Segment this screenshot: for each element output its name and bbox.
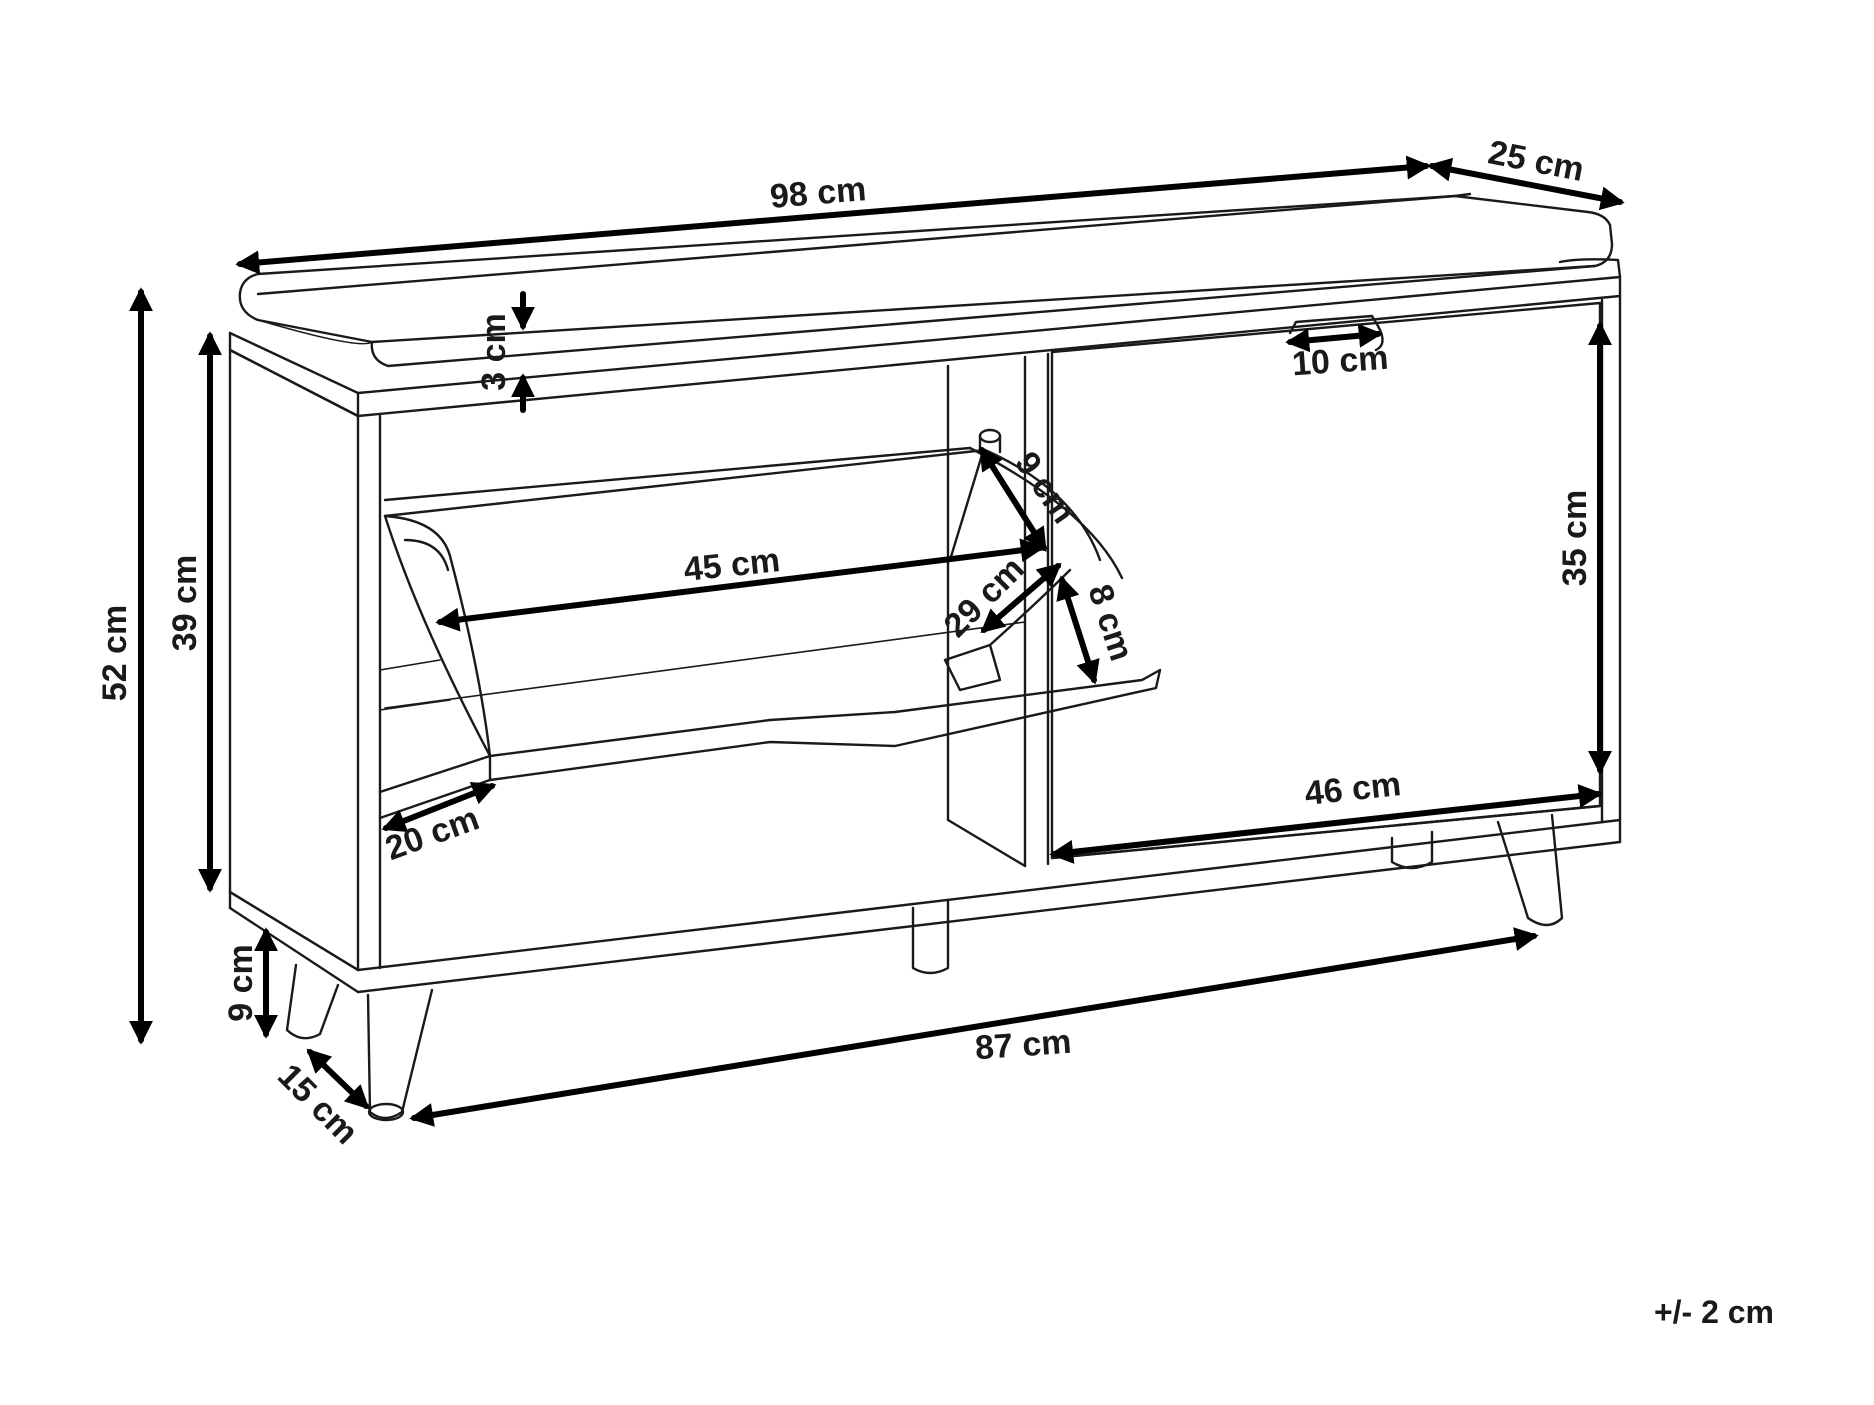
body-frame xyxy=(228,294,1622,994)
leg-inset-label: 15 cm xyxy=(270,1057,365,1152)
door-width-label: 46 cm xyxy=(1303,765,1403,813)
hinge-arrow xyxy=(979,445,1047,553)
door-width-arrow xyxy=(1049,784,1603,864)
left-side-panel xyxy=(228,348,382,972)
cushion-thickness-label: 3 cm xyxy=(475,313,513,391)
leg-span-arrow xyxy=(409,927,1539,1127)
door-height-label: 35 cm xyxy=(1556,490,1594,586)
leg-span-label: 87 cm xyxy=(974,1023,1073,1068)
hinge-length-label: 9 cm xyxy=(1007,445,1083,530)
leg-height-label: 9 cm xyxy=(222,944,260,1022)
bench-drawing xyxy=(228,192,1622,1122)
total-width-label: 98 cm xyxy=(769,170,868,216)
front-right-leg xyxy=(1496,813,1564,927)
front-left-leg xyxy=(366,988,434,1122)
depth-arrow xyxy=(1427,157,1625,211)
dimension-lines xyxy=(129,155,1625,1127)
flap-depth-arrow xyxy=(980,562,1062,634)
rear-left-leg xyxy=(285,963,340,1040)
handle-width-label: 10 cm xyxy=(1291,339,1390,384)
flap-gap-label: 8 cm xyxy=(1080,580,1140,665)
flap-gap-arrow xyxy=(1056,575,1100,685)
handle-arrow xyxy=(1285,323,1383,353)
shelf-depth-arrow xyxy=(381,781,497,833)
flap-width-arrow xyxy=(435,538,1045,632)
tolerance-note: +/- 2 cm xyxy=(1654,1294,1774,1330)
dimension-labels: 98 cm 25 cm 52 cm 39 cm 3 cm 10 cm 35 cm… xyxy=(96,133,1594,1151)
rear-right-leg xyxy=(1390,830,1434,870)
front-middle-leg xyxy=(911,898,950,975)
leg-inset-arrow xyxy=(306,1048,370,1110)
body-height-label: 39 cm xyxy=(166,555,204,651)
total-height-label: 52 cm xyxy=(96,605,134,701)
width-arrow xyxy=(235,155,1431,275)
